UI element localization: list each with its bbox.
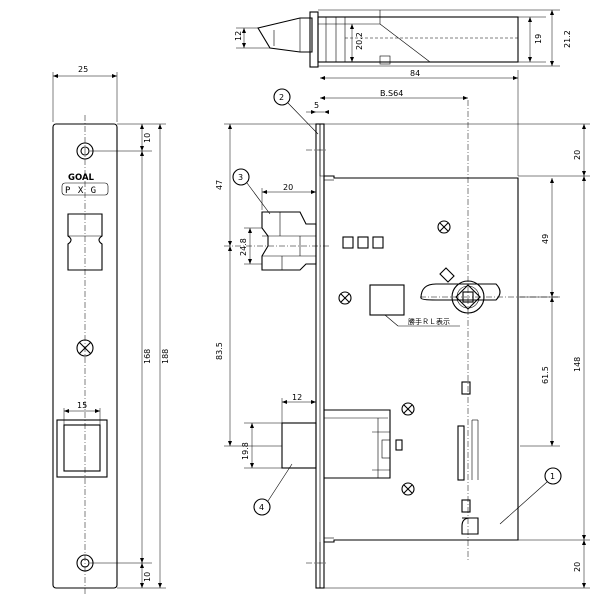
body-screw-left-icon [338,291,352,305]
svg-text:4: 4 [259,503,264,512]
dim-body-top-20: 20 [573,150,582,160]
svg-text:2: 2 [279,93,284,102]
dim-cyl-61-5: 61.5 [541,366,550,384]
deadbolt [281,409,403,479]
dim-top-12: 12 [234,31,243,41]
dim-latch-24-8: 24.8 [239,238,248,256]
top-view: 12 20.2 19 21.2 [234,9,572,68]
handed-note: 勝手ＲＬ表示 [408,317,450,326]
handed-indicator [369,284,405,316]
dim-body-148: 148 [573,357,582,372]
spindle-hub-icon [420,267,501,314]
lock-case [323,175,519,543]
top-view-latch [257,17,313,53]
dim-face-5: 5 [314,101,319,110]
callout-2: 2 [273,88,319,135]
brand-bottom: P X G [65,186,97,196]
top-view-faceplate [309,11,319,68]
dim-faceplate-top-10: 10 [143,133,152,143]
bottom-latch-slot [461,517,479,535]
callout-3: 3 [232,168,271,215]
dim-faceplate-bottom-10: 10 [143,572,152,582]
dim-top-19: 19 [534,34,543,44]
dim-spindle-49: 49 [541,234,550,244]
dim-top-21-2: 21.2 [563,30,572,48]
callout-1: 1 [499,467,562,525]
brand-top: GOAL [68,173,95,183]
dim-faceplate-25: 25 [78,65,88,74]
dim-latch-20: 20 [283,183,293,192]
latch-bolt [261,211,317,271]
dim-faceplate-168: 168 [143,349,152,364]
dim-top-20-2: 20.2 [355,32,364,50]
body-screw-mid-icon [401,402,415,416]
dim-latch-deadbolt-83-5: 83.5 [215,342,224,360]
dim-body-bottom-20: 20 [573,562,582,572]
callout-4: 4 [253,463,293,516]
dim-faceplate-188: 188 [161,349,170,364]
deadbolt-opening [56,419,108,478]
body-screw-bottom-icon [401,482,415,496]
dim-strike-15: 15 [77,401,87,410]
dim-deadbolt-19-8: 19.8 [241,442,250,460]
top-view-case [317,16,519,63]
faceplate-screw-icon [76,339,94,357]
dim-backset: B.S64 [380,89,403,98]
dim-latch-47: 47 [215,180,224,190]
body-view: 勝手ＲＬ表示 [215,69,590,589]
latch-opening [67,213,103,271]
svg-text:3: 3 [238,173,243,182]
faceplate-view: 25 GOAL P X G 15 [52,65,170,596]
body-screw-top-icon [437,220,451,234]
svg-text:1: 1 [550,472,555,481]
dim-body-84: 84 [410,69,420,78]
dim-deadbolt-12: 12 [292,393,302,402]
